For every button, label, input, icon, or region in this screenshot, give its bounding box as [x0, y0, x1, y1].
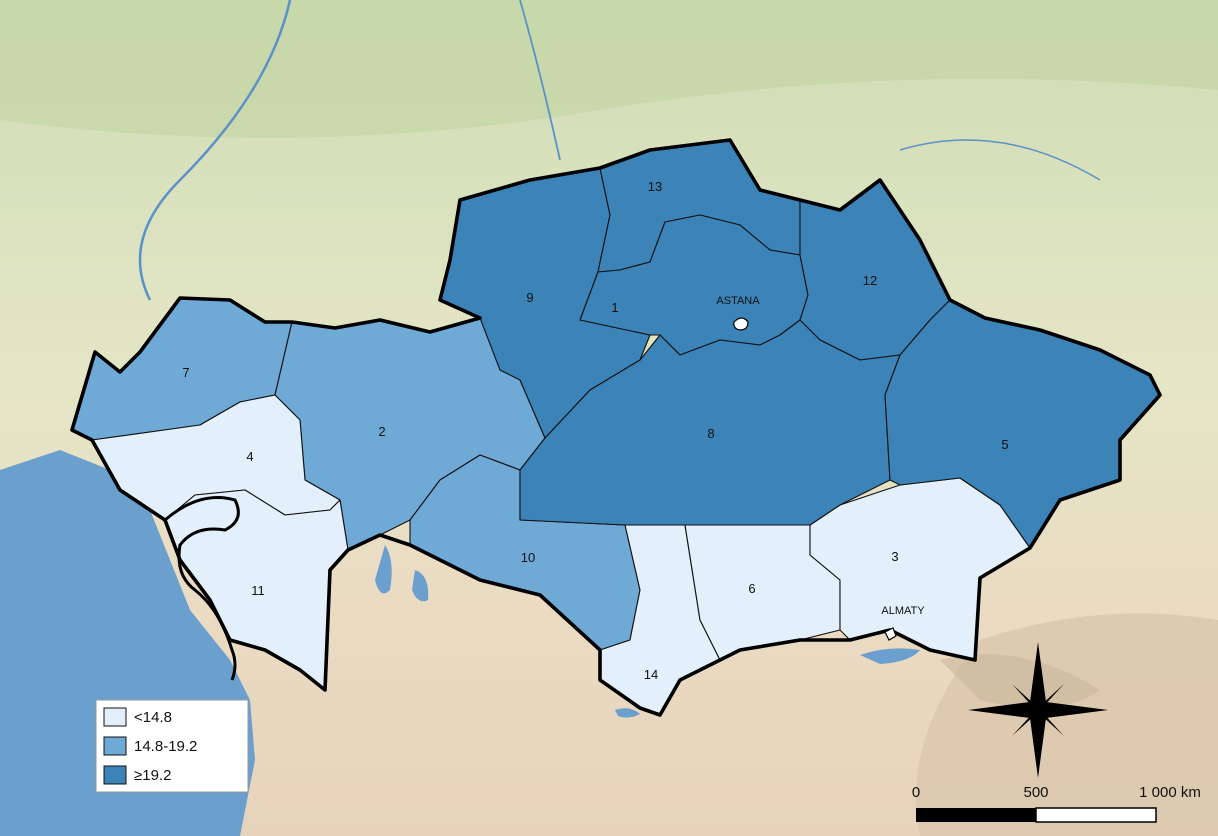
region-label-14: 14 [644, 667, 658, 682]
scale-tick-500: 500 [1023, 784, 1048, 801]
forest-zone [0, 0, 1218, 138]
legend-label-low: <14.8 [134, 709, 172, 726]
region-label-1: 1 [611, 300, 618, 315]
region-label-5: 5 [1001, 437, 1008, 452]
aral-sea [375, 545, 392, 594]
legend-swatch-mid [103, 736, 127, 756]
river-north [519, 0, 561, 161]
astana-marker [733, 317, 749, 331]
river-east [899, 139, 1101, 181]
region-label-10: 10 [521, 550, 535, 565]
region-label-2: 2 [378, 424, 385, 439]
scale-segment-black [916, 808, 1036, 822]
national-border [70, 138, 1162, 717]
region-label-11: 11 [251, 583, 265, 598]
small-lake [615, 708, 640, 718]
region-label-9: 9 [526, 290, 533, 305]
compass-rose-icon [968, 642, 1108, 778]
legend: <14.8 14.8-19.2 ≥19.2 [95, 699, 249, 793]
almaty-marker [884, 627, 897, 641]
legend-swatch-high [103, 765, 127, 785]
scale-segment-white [1035, 807, 1157, 823]
volga-river [138, 0, 292, 301]
region-label-4: 4 [246, 449, 253, 464]
legend-swatch-low [103, 707, 127, 727]
scale-tick-0: 0 [912, 784, 920, 801]
caspian-coastline [164, 496, 240, 681]
scale-bar: 0 500 1 000 km [912, 784, 1201, 823]
city-label-astana: ASTANA [716, 295, 760, 307]
aral-sea-east [412, 570, 429, 602]
region-label-12: 12 [863, 273, 877, 288]
city-label-almaty: ALMATY [881, 605, 925, 617]
region-label-3: 3 [891, 549, 898, 564]
lake-issyk-kul [860, 648, 920, 664]
region-label-13: 13 [648, 179, 662, 194]
mountain-ridge [940, 654, 1100, 708]
legend-label-high: ≥19.2 [134, 767, 171, 784]
legend-label-mid: 14.8-19.2 [134, 738, 197, 755]
scale-tick-1000: 1 000 km [1139, 784, 1201, 801]
region-label-6: 6 [748, 581, 755, 596]
region-label-8: 8 [707, 426, 714, 441]
region-label-7: 7 [182, 365, 189, 380]
region-8 [519, 319, 901, 526]
